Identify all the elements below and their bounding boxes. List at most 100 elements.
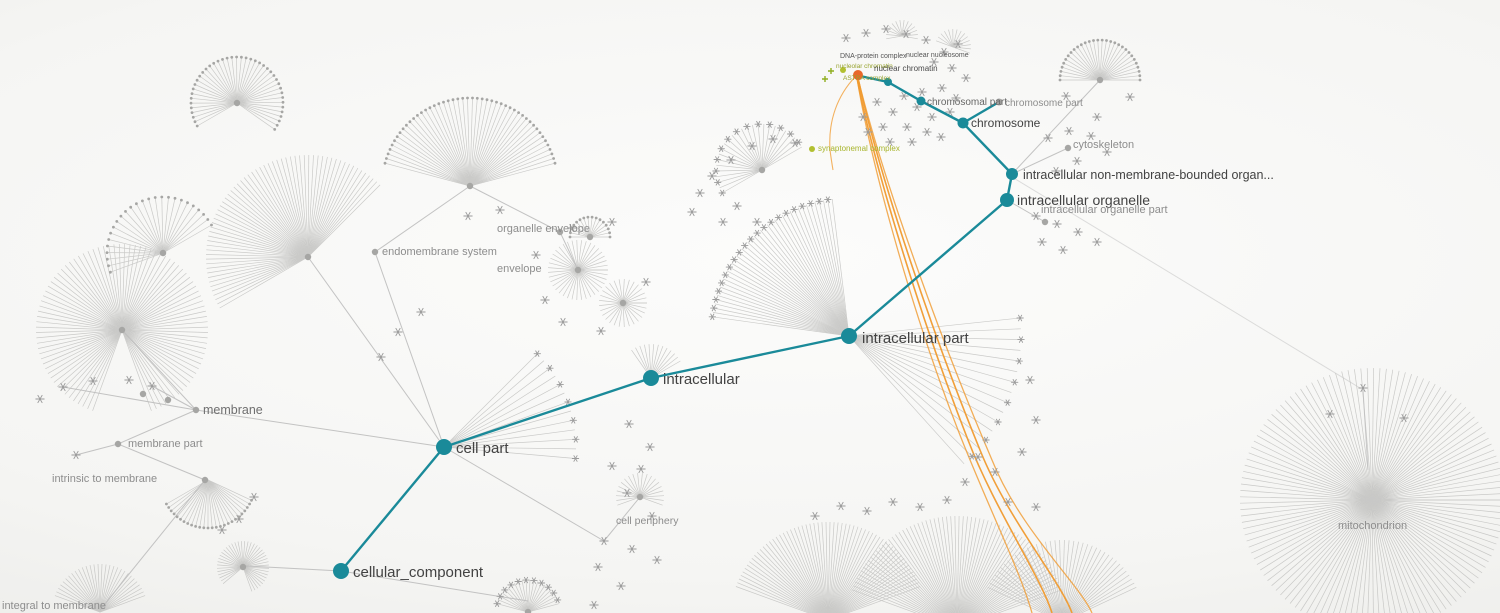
leaf-asterisk-icon [735,249,743,256]
label-nuclear-nucleosome[interactable]: nuclear nucleosome [906,52,969,59]
leaf-asterisk-icon [947,63,957,73]
fan-cluster [615,473,665,506]
cluster-hub-dot [524,608,532,613]
graph-edge [1011,147,1069,175]
label-intracellular-part[interactable]: intracellular part [862,330,970,347]
leaf-asterisk-icon [901,29,911,39]
label-cell-periphery[interactable]: cell periphery [616,515,679,527]
plus-mark-icon [828,68,834,74]
label-astra-complex[interactable]: ASTRA complex [843,75,891,82]
synaptonemal-complex-node[interactable] [809,146,815,152]
leaf-asterisk-icon [718,217,728,227]
leaf-asterisk-icon [760,224,768,231]
leaf-asterisk-icon [815,198,823,205]
graph-edge [469,185,561,233]
label-chromosomal-part[interactable]: chromosomal part [927,97,1007,108]
leaf-asterisk-icon [881,24,891,34]
label-nucleolar-chromatin[interactable]: nucleolar chromatin [836,63,893,70]
fan-cluster [712,198,850,337]
graph-edge [374,185,471,253]
term-nodes [333,67,1018,579]
leaf-asterisk-icon [922,127,932,137]
label-membrane[interactable]: membrane [203,403,263,417]
label-integral-to-membrane[interactable]: integral to membrane [2,600,106,612]
label-intracellular-organelle[interactable]: intracellular organelle [1017,192,1150,208]
label-intracellular[interactable]: intracellular [663,371,740,388]
node-intracellular-part[interactable] [841,328,857,344]
label-chromosome[interactable]: chromosome [971,116,1041,130]
node-chromosome[interactable] [957,117,969,129]
cluster-hub-dot [304,253,312,261]
cluster-hub-dot [371,248,379,256]
cluster-hub-dot [466,182,474,190]
label-cytoskeleton[interactable]: cytoskeleton [1073,139,1134,151]
label-intrinsic-to-membrane[interactable]: intrinsic to membrane [52,473,157,485]
node-intracellular-organelle[interactable] [1000,193,1014,207]
leaf-asterisk-icon [572,436,580,443]
leaf-asterisk-icon [550,589,558,597]
graph-edge [121,329,197,411]
graph-edge [195,409,445,448]
leaf-asterisk-icon [463,211,473,221]
node-cell-part[interactable] [436,439,452,455]
leaf-asterisk-icon [836,501,846,511]
leaf-asterisk-icon [777,124,785,132]
label-cell-part[interactable]: cell part [456,440,509,457]
node-intracellular[interactable] [643,370,659,386]
leaf-asterisk-icon [888,107,898,117]
leaf-asterisk-icon [774,214,783,221]
leaf-asterisk-icon [961,73,971,83]
label-envelope[interactable]: envelope [497,263,542,275]
leaf-asterisk-icon [1058,245,1068,255]
leaf-asterisk-icon [798,202,806,210]
leaf-asterisk-icon [747,141,757,151]
selected-term-node[interactable] [853,70,863,80]
label-nuclear-chromatin[interactable]: nuclear chromatin [874,64,938,73]
leaf-asterisk-icon [569,417,577,424]
leaf-asterisk-icon [732,128,741,135]
cluster-hub-dot [556,228,564,236]
label-dna-protein-complex[interactable]: DNA-protein complex [840,53,907,60]
label-organelle-envelope[interactable]: organelle envelope [497,223,590,235]
graph-edge [559,231,579,271]
selected-term-link-path [857,77,1093,613]
chromosome-part-node[interactable] [995,98,1003,106]
leaf-asterisk-icon [862,506,872,516]
label-chromosome-part[interactable]: chromosome part [1005,98,1083,109]
node-intracellular-non-membrane-bounded-organelle[interactable] [1006,168,1018,180]
label-intracellular-non-membrane-bounded-organelle[interactable]: intracellular non-membrane-bounded organ… [1023,168,1274,182]
label-cellular-component[interactable]: cellular_component [353,564,484,581]
leaf-asterisk-icon [645,442,655,452]
leaf-asterisk-icon [544,584,552,591]
label-intracellular-organelle-part[interactable]: intracellular organelle part [1041,204,1168,216]
leaf-asterisk-icon [973,452,983,462]
node-chromosomal-part[interactable] [916,96,926,106]
leaf-asterisk-icon [564,398,572,406]
leaf-asterisk-icon [726,155,736,165]
label-endomembrane-system[interactable]: endomembrane system [382,246,497,258]
leaf-asterisk-icon [636,464,646,474]
leaf-asterisk-icon [921,35,931,45]
label-synaptonemal-complex[interactable]: synaptonemal complex [818,144,900,153]
nucleolar-chromatin-node[interactable] [840,67,846,73]
leaf-asterisk-icon [790,206,798,213]
leaf-asterisk-icon [717,279,726,287]
leaf-asterisk-icon [929,57,939,67]
node-cellular-component[interactable] [333,563,349,579]
leaf-asterisk-icon [1016,314,1024,322]
leaf-asterisks [35,24,1409,610]
graph-edge [1011,176,1361,389]
graph-edge [245,565,342,572]
orange-path-bundle [829,76,1093,613]
label-membrane-part[interactable]: membrane part [128,438,203,450]
leaf-asterisk-icon [1325,409,1335,419]
leaf-asterisk-icon [710,304,718,312]
leaf-asterisk-icon [546,364,554,372]
highlighted-path-edges [339,74,1014,573]
node-chromatin[interactable] [884,78,892,86]
label-mitochondrion[interactable]: mitochondrion [1338,520,1407,532]
highlighted-edge [339,445,446,573]
highlighted-edge [847,198,1009,338]
